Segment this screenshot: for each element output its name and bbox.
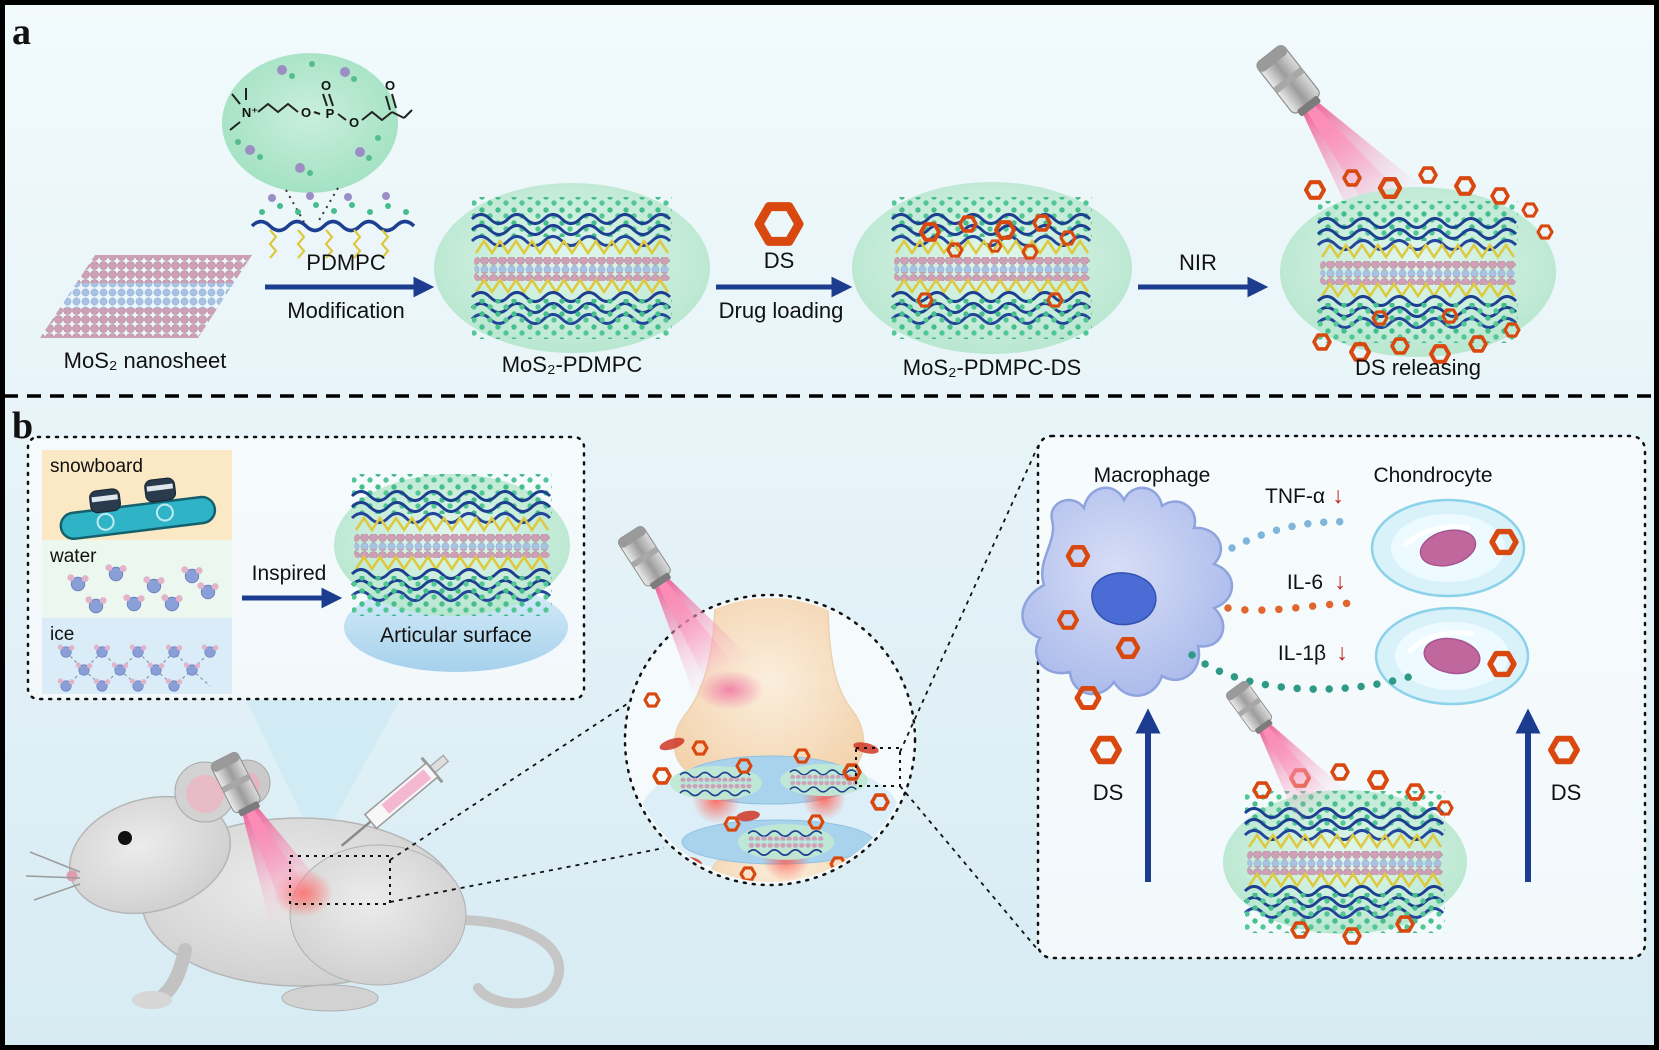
arrow-nir: NIR <box>1138 250 1269 298</box>
ds-releasing-assembly <box>1280 166 1556 362</box>
label-il1b: IL-1β <box>1278 642 1326 665</box>
chem-decoration-dots <box>235 61 381 176</box>
chondrocyte-cell <box>1370 498 1526 598</box>
label-product3: DS releasing <box>1355 355 1481 380</box>
label-ds-left: DS <box>1093 780 1124 805</box>
pdmpc-chemical-structure-bubble: N⁺ O O P O O <box>222 53 413 223</box>
chondrocyte-nucleus <box>1423 637 1481 675</box>
tnf-dot-trail <box>1228 517 1356 552</box>
atom-p: P <box>326 106 335 121</box>
snowboard-strip: snowboard <box>42 450 232 541</box>
il6-down-arrow: ↓ <box>1334 568 1346 594</box>
ds-up-arrow-right: DS <box>1515 708 1582 882</box>
atom-o2: O <box>321 78 331 93</box>
connector-line <box>899 445 1039 753</box>
ice-strip: ice <box>42 618 232 694</box>
panel-a: a N⁺ O O P O O <box>12 11 1556 380</box>
mouse-front-paw <box>132 991 172 1009</box>
nanosheet-core <box>892 197 1092 339</box>
atom-o3: O <box>349 115 359 130</box>
arrow-drug-loading: DS Drug loading <box>716 207 853 323</box>
nanosheet-core <box>1318 201 1518 343</box>
mouse-nose <box>66 870 78 882</box>
water-strip: water <box>42 540 232 618</box>
mouse-ear-inner <box>186 775 224 813</box>
mos2-pdmpc-assembly <box>434 183 710 353</box>
chem-bubble <box>222 53 398 193</box>
label-product1: MoS₂-PDMPC <box>502 352 643 377</box>
snowboard-icon <box>59 477 217 541</box>
label-tnf: TNF-α <box>1265 485 1325 508</box>
il1b-down-arrow: ↓ <box>1336 639 1348 665</box>
panel-b-letter: b <box>12 405 33 447</box>
macrophage-nucleus <box>1091 572 1157 626</box>
label-mos2-nanosheet: MoS₂ nanosheet <box>64 348 227 373</box>
zoom-cone <box>246 700 400 848</box>
pdmpc-polymer <box>250 192 416 260</box>
inspired-arrow: Inspired <box>242 562 343 609</box>
inspiration-box: snowboard water i <box>26 435 586 701</box>
label-il6: IL-6 <box>1287 571 1323 594</box>
mouse-eye <box>118 831 132 845</box>
atom-n: N⁺ <box>242 105 258 120</box>
tnf-down-arrow: ↓ <box>1332 482 1344 508</box>
connector-line <box>389 699 634 861</box>
nanosheet-core <box>472 197 672 339</box>
label-macrophage: Macrophage <box>1094 464 1211 487</box>
label-product2: MoS₂-PDMPC-DS <box>903 355 1081 380</box>
label-step2-bottom: Drug loading <box>719 298 844 323</box>
connector-line <box>389 847 665 903</box>
ice-lattice <box>57 644 219 692</box>
label-inspired: Inspired <box>252 562 327 585</box>
syringe-icon <box>340 754 450 847</box>
panel-a-letter: a <box>12 11 31 53</box>
label-step1-top: PDMPC <box>306 250 386 275</box>
label-articular-surface: Articular surface <box>380 624 532 647</box>
label-step3: NIR <box>1179 250 1217 275</box>
knee-zoom-rect <box>289 855 391 905</box>
mos2-pdmpc-ds-assembly <box>852 182 1132 354</box>
mechanism-box: Macrophage Chondrocyte TNF-α <box>1021 434 1647 960</box>
mouse-tail <box>443 914 565 1009</box>
label-chondrocyte: Chondrocyte <box>1373 464 1492 487</box>
nanosheet-core <box>352 474 552 616</box>
label-snowboard: snowboard <box>50 456 143 477</box>
arrow-pdmpc-modification: PDMPC Modification <box>265 250 435 323</box>
il6-dot-trail <box>1224 599 1364 614</box>
label-step1-bottom: Modification <box>287 298 404 323</box>
label-step2-top: DS <box>764 248 795 273</box>
articular-surface-assembly: Articular surface <box>334 474 570 672</box>
panel-b: b snowboard water <box>12 405 1647 1012</box>
ds-up-arrow-left: DS <box>1093 708 1161 882</box>
joint-zoom-rect <box>855 747 901 787</box>
label-ds-right: DS <box>1551 780 1582 805</box>
atom-o4: O <box>385 78 395 93</box>
mouse-whiskers <box>25 851 81 901</box>
mouse-haunch <box>289 844 467 986</box>
atom-o1: O <box>301 105 311 120</box>
chondrocyte-cell <box>1374 606 1530 706</box>
nanosheet-core <box>1245 791 1445 933</box>
polymer-headgroup-dots <box>259 192 409 215</box>
mechanism-nanosheet-assembly <box>1223 763 1467 945</box>
chem-skeleton <box>229 88 413 131</box>
label-water: water <box>49 546 97 567</box>
chondrocyte-nucleus <box>1419 529 1477 567</box>
label-ice: ice <box>50 624 74 645</box>
macrophage-cell <box>1021 486 1234 697</box>
mouse-hind-paw <box>281 984 379 1012</box>
